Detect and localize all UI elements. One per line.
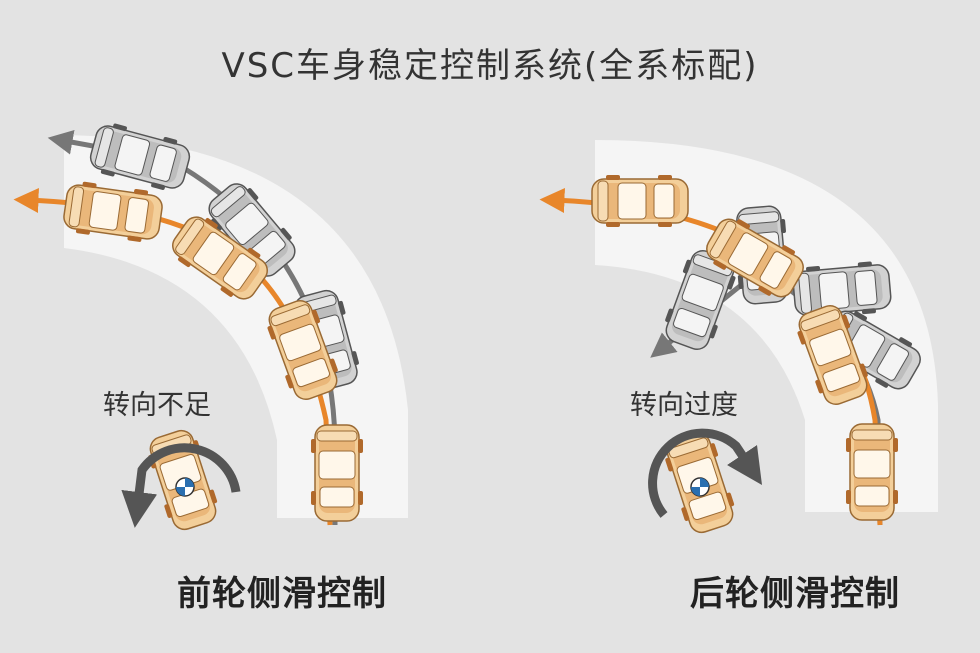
oversteer-label: 转向过度 — [630, 390, 738, 421]
rotation-arrow-icon — [121, 443, 241, 528]
car-icon — [310, 424, 364, 522]
understeer-label: 转向不足 — [103, 390, 211, 421]
right-road — [595, 140, 938, 512]
rotation-arrow-icon — [648, 428, 762, 518]
diagram-title: VSC车身稳定控制系统(全系标配) — [221, 46, 759, 86]
front-wheel-slip-caption: 前轮侧滑控制 — [177, 574, 387, 614]
left-rotation-group — [121, 425, 241, 535]
car-icon — [845, 423, 899, 521]
left-gray-path — [47, 129, 338, 525]
right-rotation-group — [648, 428, 762, 538]
car-icon — [591, 174, 689, 228]
rear-wheel-slip-caption: 后轮侧滑控制 — [690, 574, 900, 614]
